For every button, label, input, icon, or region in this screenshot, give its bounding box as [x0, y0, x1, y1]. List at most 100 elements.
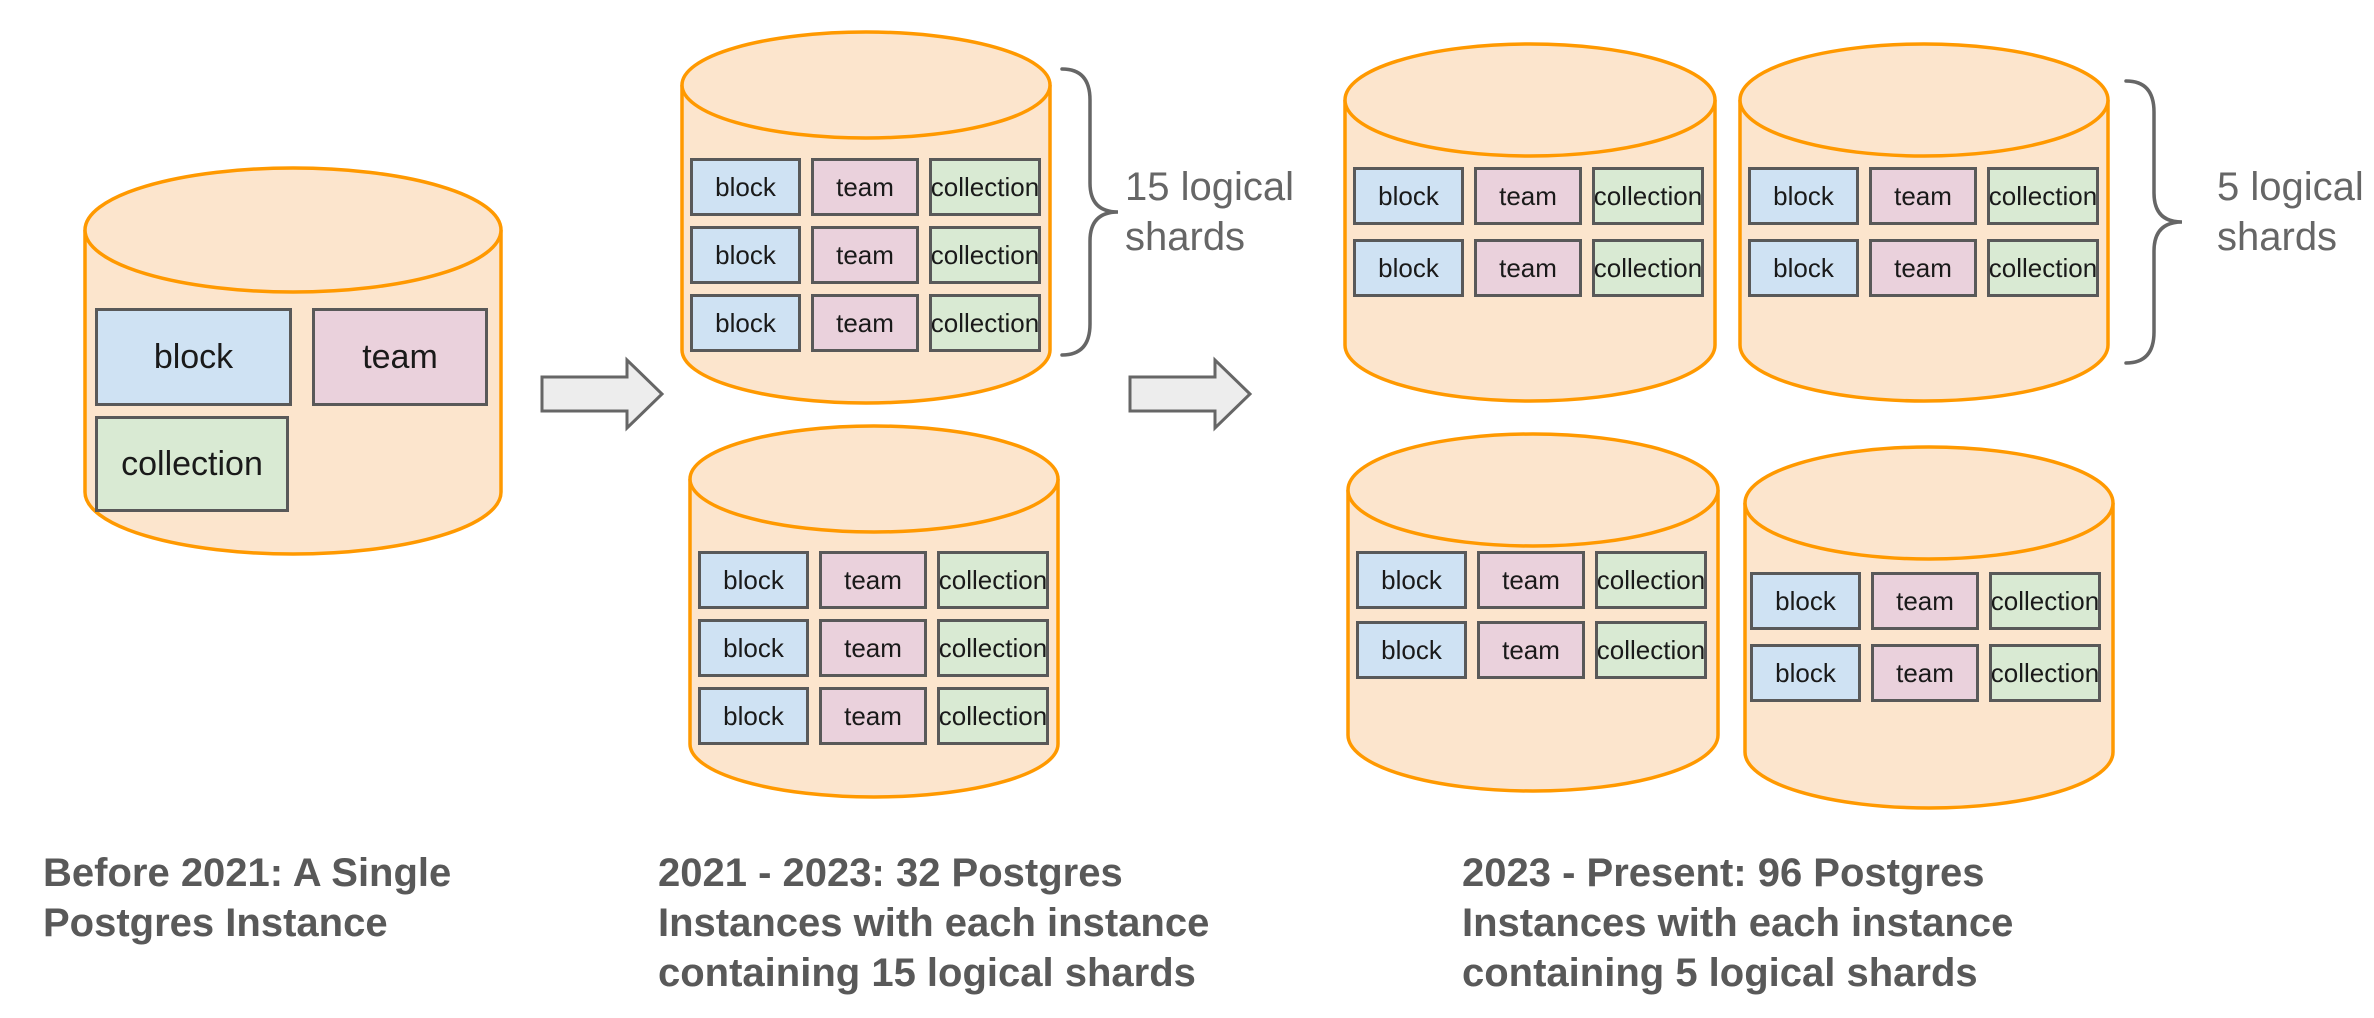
table-label: block — [1381, 635, 1442, 665]
table-label: team — [1894, 253, 1952, 283]
table-label: team — [836, 308, 894, 338]
table-box-collection: collection — [1592, 239, 1704, 297]
table-box-block: block — [698, 619, 809, 677]
table-box-collection: collection — [1595, 621, 1707, 679]
table-box-team: team — [819, 687, 927, 745]
table-label: collection — [1593, 181, 1703, 211]
table-label: block — [1381, 565, 1442, 595]
database-cylinder-middle-bottom: block team collection block team collect… — [688, 424, 1060, 799]
table-label: collection — [1988, 181, 2098, 211]
table-label: team — [836, 172, 894, 202]
shard-row: block team collection — [698, 551, 1049, 609]
table-box-collection: collection — [937, 687, 1049, 745]
table-label: collection — [938, 565, 1048, 595]
table-label: block — [715, 172, 776, 202]
brace-5-shards — [2124, 79, 2183, 365]
shard-row: block team collection — [1353, 239, 1704, 297]
table-box-team: team — [811, 294, 919, 352]
caption-line: 2021 - 2023: 32 Postgres — [658, 851, 1123, 895]
shard-row: block team collection — [1356, 621, 1707, 679]
shard-row: block team collection — [1356, 551, 1707, 609]
shard-row: block team collection — [1748, 167, 2099, 225]
shard-row: block team collection — [690, 226, 1041, 284]
shard-row: block team collection — [1750, 644, 2101, 702]
table-label: team — [844, 565, 902, 595]
table-label: collection — [1596, 565, 1706, 595]
shard-count-label-middle: 15 logical shards — [1125, 162, 1294, 262]
table-box-collection: collection — [937, 551, 1049, 609]
table-label: team — [1894, 181, 1952, 211]
table-box-collection: collection — [929, 158, 1041, 216]
table-box-team: team — [1477, 551, 1585, 609]
table-box-block: block — [1750, 572, 1861, 630]
caption-2021-2023: 2021 - 2023: 32 Postgres Instances with … — [658, 848, 1209, 998]
table-box-block: block — [690, 158, 801, 216]
table-label: collection — [938, 633, 1048, 663]
table-box-block: block — [1353, 167, 1464, 225]
table-label: collection — [938, 701, 1048, 731]
table-box-block: block — [690, 294, 801, 352]
table-box-team: team — [1869, 167, 1977, 225]
table-box-block: block — [1356, 551, 1467, 609]
table-box-block: block — [1748, 167, 1859, 225]
table-label: block — [715, 240, 776, 270]
caption-2023-present: 2023 - Present: 96 Postgres Instances wi… — [1462, 848, 2013, 998]
table-label: collection — [1593, 253, 1703, 283]
table-box-team: team — [1871, 572, 1979, 630]
table-box-block: block — [1353, 239, 1464, 297]
caption-line: Before 2021: A Single — [43, 851, 452, 895]
table-box-team: team — [1871, 644, 1979, 702]
table-box-collection: collection — [95, 416, 289, 512]
database-cylinder-single: block team collection — [83, 166, 503, 558]
table-box-team: team — [811, 158, 919, 216]
table-label: collection — [930, 240, 1040, 270]
table-label: collection — [1988, 253, 2098, 283]
table-label: block — [715, 308, 776, 338]
brace-15-shards — [1060, 67, 1119, 357]
shard-row: block team collection — [698, 687, 1049, 745]
shard-row: block team collection — [698, 619, 1049, 677]
table-box-block: block — [1748, 239, 1859, 297]
table-label: collection — [930, 172, 1040, 202]
table-label: collection — [930, 308, 1040, 338]
table-label: block — [1378, 181, 1439, 211]
table-label: team — [362, 338, 438, 376]
table-label: block — [1378, 253, 1439, 283]
table-box-collection: collection — [1987, 167, 2099, 225]
table-label: block — [1775, 586, 1836, 616]
database-cylinder-middle-top: block team collection block team collect… — [680, 30, 1052, 405]
table-label: team — [1499, 181, 1557, 211]
table-label: block — [1773, 181, 1834, 211]
table-label: team — [1502, 565, 1560, 595]
table-box-team: team — [819, 551, 927, 609]
table-box-team: team — [312, 308, 488, 406]
table-box-team: team — [1477, 621, 1585, 679]
caption-line: 2023 - Present: 96 Postgres — [1462, 851, 1985, 895]
table-label: collection — [1990, 586, 2100, 616]
table-label: team — [1502, 635, 1560, 665]
right-arrow-icon — [1128, 356, 1253, 432]
table-box-team: team — [1869, 239, 1977, 297]
table-box-team: team — [819, 619, 927, 677]
table-label: collection — [1990, 658, 2100, 688]
table-box-collection: collection — [929, 226, 1041, 284]
table-box-block: block — [1356, 621, 1467, 679]
caption-line: Postgres Instance — [43, 901, 388, 945]
table-label: collection — [1596, 635, 1706, 665]
table-label: team — [1896, 658, 1954, 688]
shard-label-line: 5 logical — [2217, 165, 2364, 209]
table-box-block: block — [698, 551, 809, 609]
table-label: team — [836, 240, 894, 270]
shard-row: block team collection — [690, 158, 1041, 216]
shard-label-line: shards — [2217, 215, 2338, 259]
table-label: team — [1896, 586, 1954, 616]
table-label: team — [844, 701, 902, 731]
caption-line: Instances with each instance — [658, 901, 1210, 945]
table-box-collection: collection — [937, 619, 1049, 677]
table-box-collection: collection — [1987, 239, 2099, 297]
caption-line: containing 5 logical shards — [1462, 951, 1978, 995]
caption-line: Instances with each instance — [1462, 901, 2014, 945]
table-label: block — [1773, 253, 1834, 283]
table-label: block — [1775, 658, 1836, 688]
table-label: block — [723, 565, 784, 595]
